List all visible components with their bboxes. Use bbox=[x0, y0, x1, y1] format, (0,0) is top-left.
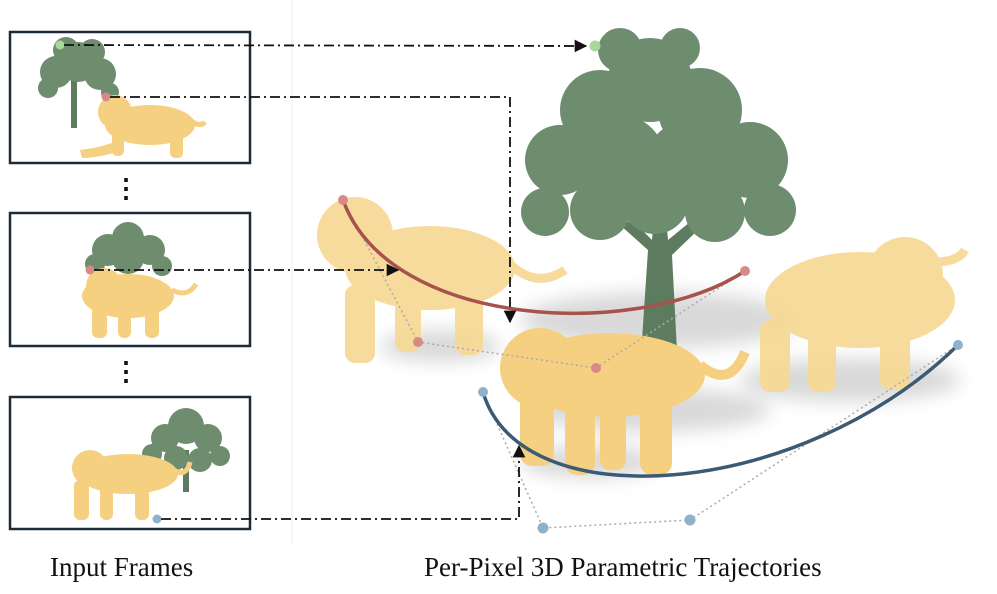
green-point bbox=[589, 40, 601, 52]
lion-icon-right bbox=[760, 237, 969, 392]
input-frame-3 bbox=[8, 395, 252, 531]
red-trajectory bbox=[341, 199, 746, 316]
tree-icon bbox=[142, 408, 230, 492]
input-frame-2 bbox=[8, 211, 252, 348]
tree-icon bbox=[521, 28, 796, 370]
tree-icon bbox=[85, 222, 172, 276]
caption-trajectories: Per-Pixel 3D Parametric Trajectories bbox=[424, 552, 822, 582]
arrow-red-top bbox=[110, 96, 517, 324]
lion-icon-left bbox=[317, 197, 568, 363]
blue-control-points bbox=[478, 340, 963, 534]
red-control-points bbox=[338, 195, 750, 373]
lion-icon bbox=[72, 450, 193, 520]
frame1-red-point bbox=[101, 92, 111, 102]
frame3-blue-point bbox=[152, 514, 162, 524]
arrow-green bbox=[63, 39, 588, 53]
caption-input-frames: Input Frames bbox=[50, 552, 194, 582]
control-polygons bbox=[342, 199, 959, 529]
ellipsis-2: ⋮ bbox=[113, 357, 139, 386]
ellipsis-1: ⋮ bbox=[113, 174, 139, 203]
arrow-blue bbox=[161, 444, 526, 520]
lion-icon bbox=[80, 95, 207, 158]
correspondence-arrows bbox=[63, 39, 588, 520]
lion-icon bbox=[82, 268, 199, 338]
blue-trajectory bbox=[481, 343, 960, 478]
frame1-green-point bbox=[55, 40, 65, 50]
frame2-red-point bbox=[85, 265, 95, 275]
lion-icon-center bbox=[500, 328, 750, 475]
